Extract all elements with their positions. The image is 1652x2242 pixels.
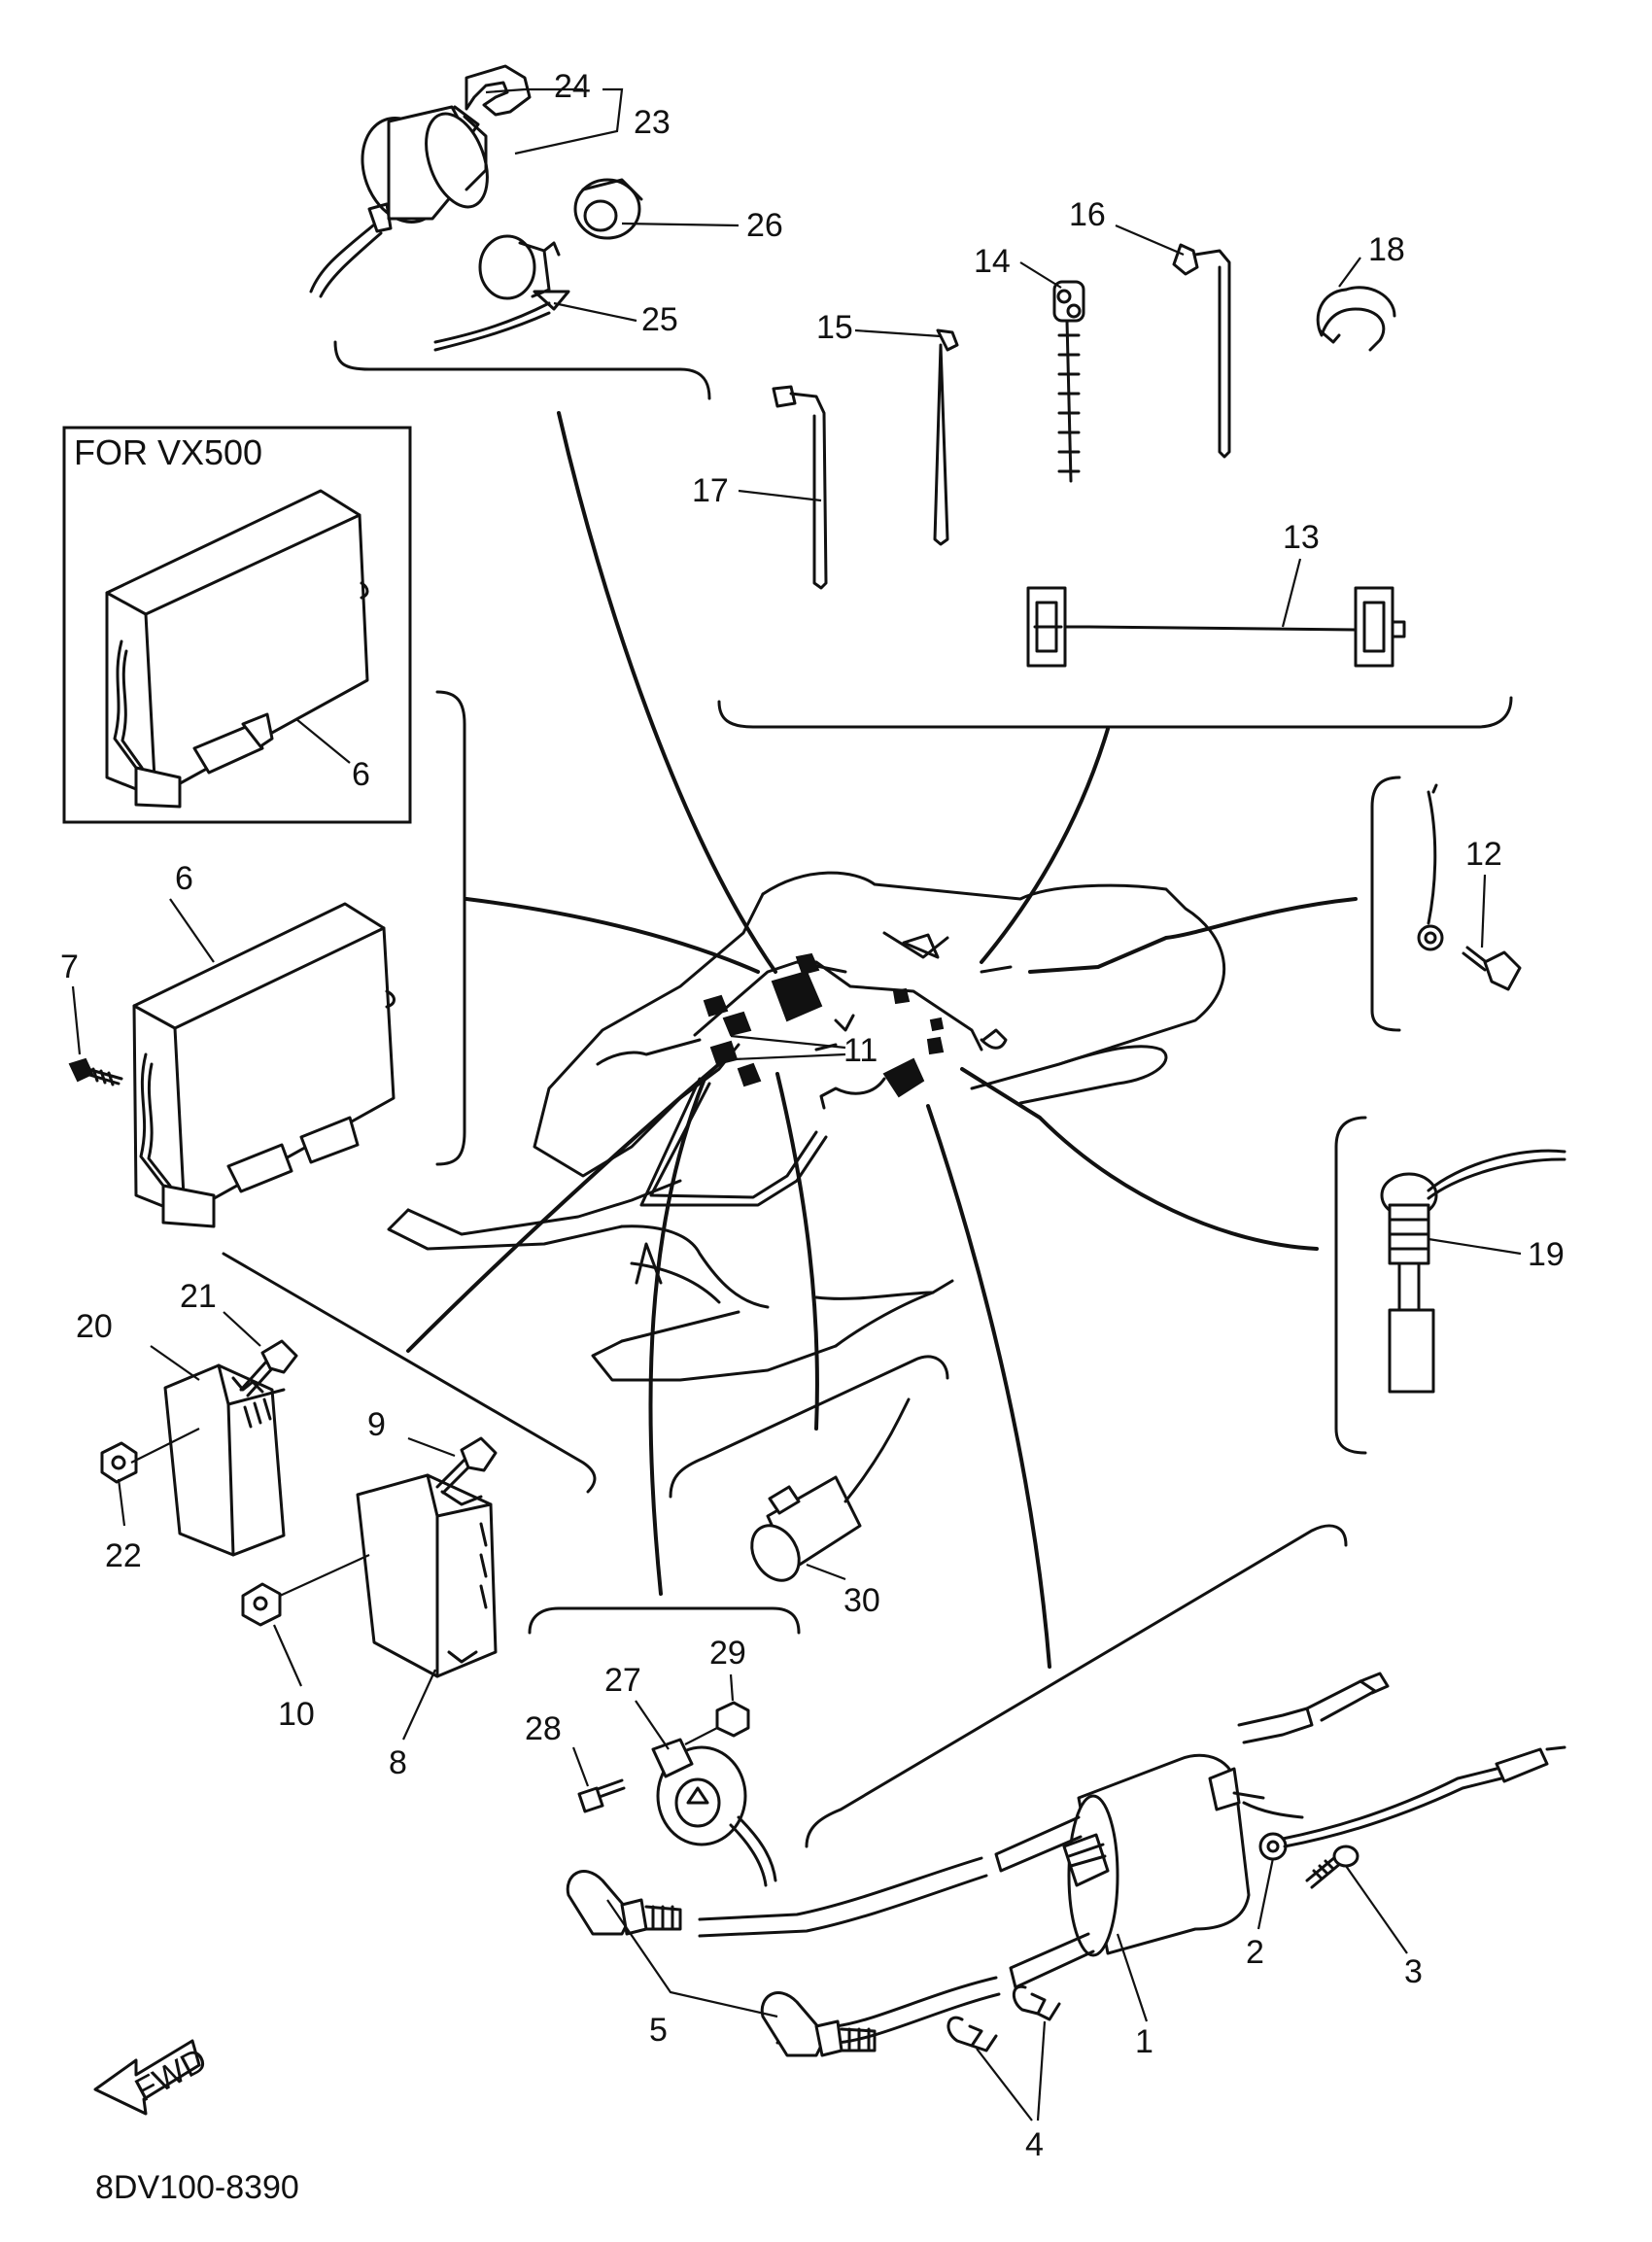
- callout-30: 30: [843, 1582, 880, 1619]
- ground-lead-group: [1370, 776, 1522, 1032]
- callout-27: 27: [604, 1662, 641, 1699]
- callout-6-inset: 6: [352, 756, 370, 793]
- callout-3: 3: [1404, 1953, 1423, 1990]
- callout-23: 23: [634, 104, 671, 141]
- hull-outline: [387, 871, 1225, 1382]
- callout-21: 21: [180, 1278, 217, 1315]
- callout-16: 16: [1069, 196, 1106, 233]
- callout-curves: [406, 411, 1358, 1669]
- callout-20: 20: [76, 1308, 113, 1345]
- bands-group: [717, 243, 1513, 729]
- callout-18: 18: [1368, 231, 1405, 268]
- callout-6: 6: [175, 860, 193, 897]
- callout-25: 25: [641, 301, 678, 338]
- drawing-code: 8DV100-8390: [95, 2169, 299, 2206]
- callout-4: 4: [1025, 2126, 1044, 2163]
- condenser-group: [750, 1397, 911, 1582]
- fwd-label: FWD: [129, 2041, 213, 2109]
- callout-2: 2: [1246, 1934, 1264, 1971]
- rectifier-group: [100, 1339, 498, 1678]
- cdi-unit: [68, 902, 396, 1228]
- fwd-arrow-icon: FWD: [93, 2039, 213, 2116]
- callout-15: 15: [816, 309, 853, 346]
- callout-14: 14: [974, 243, 1011, 280]
- callout-13: 13: [1283, 519, 1320, 556]
- pickup-coil-group: [577, 1701, 777, 1887]
- callout-8: 8: [389, 1744, 407, 1781]
- callout-22: 22: [105, 1537, 142, 1574]
- callout-5: 5: [649, 2012, 668, 2049]
- callout-9: 9: [367, 1406, 386, 1443]
- inset-title: FOR VX500: [74, 432, 262, 472]
- callout-7: 7: [60, 949, 79, 985]
- callout-29: 29: [709, 1635, 746, 1672]
- fuel-sender-group: [1334, 1116, 1566, 1455]
- ignition-coil-group: FWD: [93, 1672, 1566, 2116]
- callout-24: 24: [554, 68, 591, 105]
- callout-19: 19: [1528, 1236, 1565, 1273]
- callout-11: 11: [843, 1032, 878, 1069]
- callout-1: 1: [1135, 2023, 1153, 2060]
- ignition-switch-group: [309, 64, 711, 400]
- inset-vx500: FOR VX500: [62, 426, 412, 824]
- callout-26: 26: [746, 207, 783, 244]
- callout-28: 28: [525, 1710, 562, 1747]
- callout-17: 17: [692, 472, 729, 509]
- callout-10: 10: [278, 1696, 315, 1733]
- callout-12: 12: [1465, 836, 1502, 873]
